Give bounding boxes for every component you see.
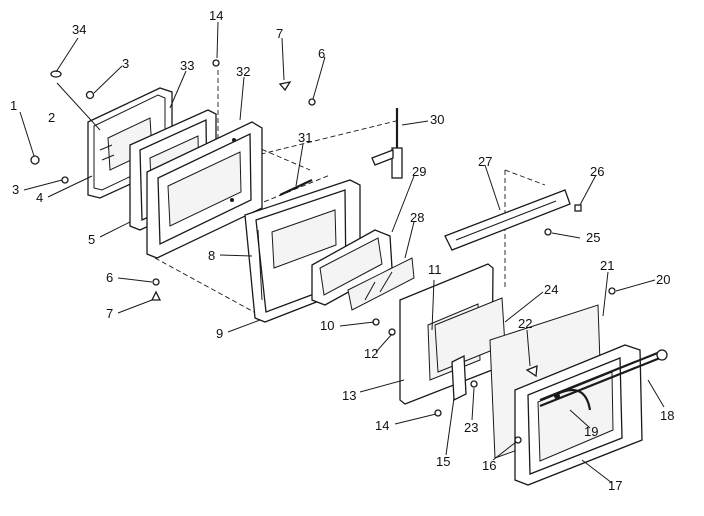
latch-plate [451, 354, 467, 402]
callout-22: 22 [518, 316, 532, 331]
callout-7-top: 7 [276, 26, 283, 41]
callout-14-lower: 14 [375, 418, 389, 433]
callout-23: 23 [464, 420, 478, 435]
callout-33: 33 [180, 58, 194, 73]
outer-door-frame [514, 344, 643, 486]
callout-26: 26 [590, 164, 604, 179]
window-frame [311, 229, 393, 306]
callout-16: 16 [482, 458, 496, 473]
door-liner-frame [146, 121, 263, 259]
callout-8: 8 [208, 248, 215, 263]
callout-2: 2 [48, 110, 55, 125]
callout-6-lower: 6 [106, 270, 113, 285]
callout-14-top: 14 [209, 8, 223, 23]
callout-19: 19 [584, 424, 598, 439]
callout-34: 34 [72, 22, 86, 37]
callout-17: 17 [608, 478, 622, 493]
screws-and-hardware [30, 59, 616, 444]
callout-29: 29 [412, 164, 426, 179]
callout-3-lower: 3 [12, 182, 19, 197]
callout-20: 20 [656, 272, 670, 287]
callout-9: 9 [216, 326, 223, 341]
callout-7-lower: 7 [106, 306, 113, 321]
callout-labels: 34 3 1 2 3 4 5 33 32 14 7 6 30 31 8 6 7 … [10, 8, 674, 493]
callout-27: 27 [478, 154, 492, 169]
callout-3-upper: 3 [122, 56, 129, 71]
top-trim-strip [444, 189, 571, 251]
callout-12: 12 [364, 346, 378, 361]
callout-1: 1 [10, 98, 17, 113]
door-clips [525, 364, 592, 411]
callout-28: 28 [410, 210, 424, 225]
callout-15: 15 [436, 454, 450, 469]
callout-10: 10 [320, 318, 334, 333]
callout-13: 13 [342, 388, 356, 403]
callout-31: 31 [298, 130, 312, 145]
callout-5: 5 [88, 232, 95, 247]
callout-18: 18 [660, 408, 674, 423]
callout-11: 11 [428, 262, 442, 277]
leader-lines [19, 21, 665, 484]
callout-6-top: 6 [318, 46, 325, 61]
glass-panel [347, 257, 415, 311]
callout-4: 4 [36, 190, 43, 205]
door-hinge [371, 108, 403, 179]
door-strip [279, 179, 313, 196]
callout-24: 24 [544, 282, 558, 297]
callout-25: 25 [586, 230, 600, 245]
callout-30: 30 [430, 112, 444, 127]
callout-32: 32 [236, 64, 250, 79]
callout-21: 21 [600, 258, 614, 273]
